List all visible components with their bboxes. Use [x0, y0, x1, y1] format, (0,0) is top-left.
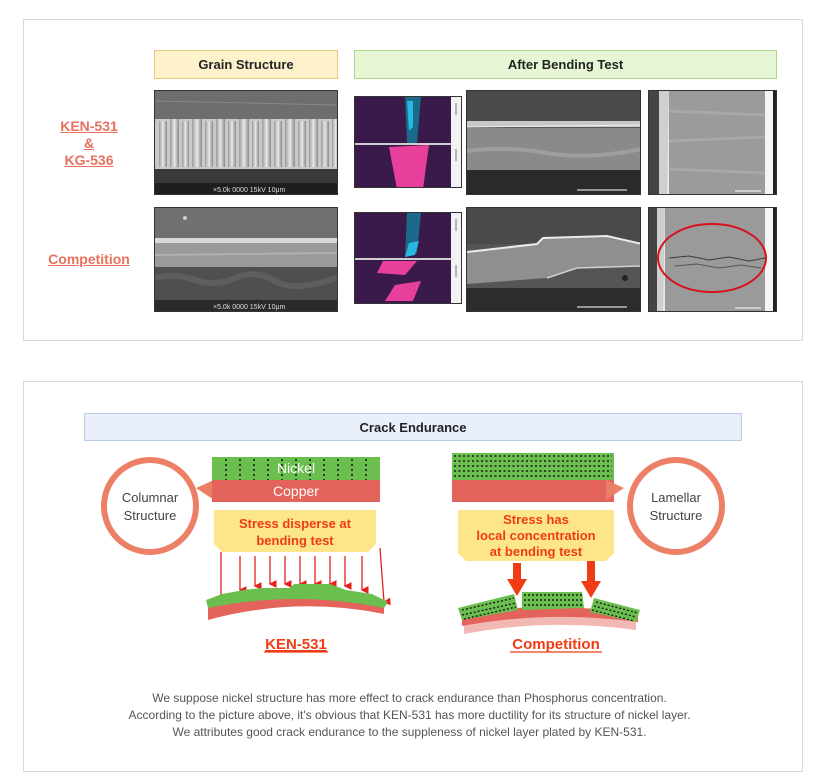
crack-endurance-header: Crack Endurance — [84, 413, 742, 441]
stress-disperse-callout: Stress disperse at bending test — [214, 510, 376, 552]
copper-layer-left: Copper — [212, 480, 380, 502]
conclusion-line-1: We suppose nickel structure has more eff… — [152, 691, 667, 705]
micrograph-competition-bending-cross — [466, 207, 641, 312]
stress-local-line-3: at bending test — [490, 544, 583, 559]
columnar-structure-circle: Columnar Structure — [101, 457, 214, 555]
stress-local-line-1: Stress has — [503, 512, 569, 527]
stress-disperse-line-1: Stress disperse at — [239, 516, 352, 531]
columnar-line-2: Structure — [124, 508, 177, 523]
crack-highlight-ellipse — [657, 223, 767, 293]
svg-text:×5.0k 0000 15kV 10μm: ×5.0k 0000 15kV 10μm — [213, 187, 286, 194]
nickel-layer-columnar: Nickel — [212, 457, 380, 480]
lamellar-line-2: Structure — [650, 508, 703, 523]
crack-endurance-panel — [23, 381, 803, 772]
ken531-product-label: KEN-531 — [265, 636, 327, 653]
micrograph-competition-grain: ×5.0k 0000 15kV 10μm — [154, 207, 338, 312]
copper-layer-right — [452, 480, 614, 502]
row-label-competition: Competition — [48, 251, 130, 267]
stress-local-line-2: local concentration — [476, 528, 595, 543]
competition-broken-strip — [458, 592, 640, 634]
competition-product-label: Competition — [512, 636, 600, 653]
map-competition-bending — [354, 212, 462, 304]
after-bending-test-header: After Bending Test — [354, 50, 777, 79]
nickel-layer-lamellar — [452, 453, 614, 480]
micrograph-ken531-bending-surface — [648, 90, 777, 195]
row-label-ken531: KEN-531 & KG-536 — [60, 118, 118, 168]
ken531-bent-strip — [206, 584, 388, 620]
columnar-line-1: Columnar — [122, 490, 179, 505]
stress-concentration-callout: Stress has local concentration at bendin… — [458, 510, 614, 561]
lamellar-line-1: Lamellar — [651, 490, 702, 505]
grain-structure-header: Grain Structure — [154, 50, 338, 79]
micrograph-ken531-grain: ×5.0k 0000 15kV 10μm — [154, 90, 338, 195]
concentrated-stress-arrows — [507, 561, 601, 598]
lamellar-structure-circle: Lamellar Structure — [606, 457, 725, 555]
svg-text:×5.0k 0000 15kV 10μm: ×5.0k 0000 15kV 10μm — [213, 304, 286, 311]
conclusion-line-3: We attributes good crack endurance to th… — [172, 725, 647, 739]
map-ken531-bending — [354, 96, 462, 188]
micrograph-competition-bending-surface — [648, 207, 777, 312]
dispersed-stress-arrows — [219, 547, 391, 606]
conclusion-line-2: According to the picture above, it's obv… — [128, 708, 691, 722]
copper-label: Copper — [273, 483, 319, 499]
stress-disperse-line-2: bending test — [256, 533, 334, 548]
nickel-label: Nickel — [277, 460, 315, 476]
micrograph-ken531-bending-cross — [466, 90, 641, 195]
conclusion-text: We suppose nickel structure has more eff… — [0, 690, 819, 741]
